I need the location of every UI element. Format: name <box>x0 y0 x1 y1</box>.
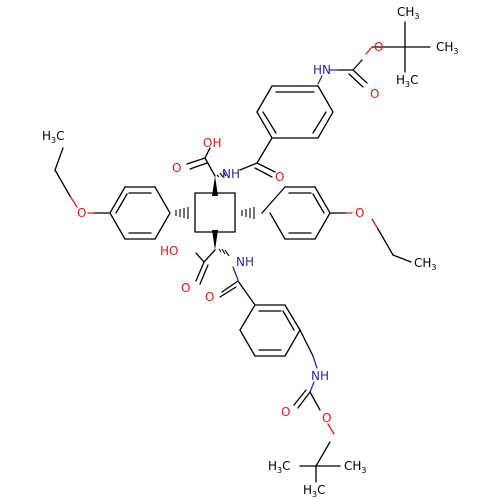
ch3-bottom-2: CH3 <box>344 459 367 475</box>
nh-amide-top: NH <box>222 167 240 181</box>
oh-bottom: HO <box>160 244 178 258</box>
ch3-bottom-1: H3C <box>268 459 291 475</box>
o-ether-right: O <box>355 206 364 220</box>
o-acid-top: O <box>172 161 181 175</box>
o-carbamate-top-carbonyl: O <box>370 87 379 101</box>
oh-top: OH <box>203 136 221 150</box>
o-carbamate-bottom-ester: O <box>322 411 331 425</box>
bottom-carboxylic-acid <box>195 249 216 285</box>
o-acid-bottom: O <box>181 281 190 295</box>
o-amide-top: O <box>275 170 284 184</box>
top-tert-butyl <box>383 21 431 73</box>
left-phenyl-ring <box>109 186 171 240</box>
left-aryl-hash <box>175 207 189 219</box>
o-carbamate-bottom-carbonyl: O <box>281 405 290 419</box>
nh-top-carbamate: HN <box>313 63 331 77</box>
ch3-propyl-right: CH3 <box>414 256 437 272</box>
top-carbamate <box>317 46 384 88</box>
ch3-bottom-3: H3C <box>303 483 326 499</box>
bottom-tert-butyl <box>299 441 341 483</box>
top-nh-hash <box>216 170 227 178</box>
bottom-carbamate <box>293 329 335 435</box>
top-amide <box>239 137 276 178</box>
right-propoxy-chain <box>329 212 412 263</box>
ch3-top-3: CH3 <box>436 40 459 56</box>
top-benzoyl-ring <box>256 85 334 139</box>
bottom-amide <box>219 266 256 306</box>
right-phenyl-ring <box>261 186 331 240</box>
o-ether-left: O <box>77 206 86 220</box>
ch3-propyl-left: H3C <box>42 129 65 145</box>
label-group-top-tbu: CH3 CH3 H3C <box>396 5 459 89</box>
ch3-top-1: CH3 <box>397 5 420 21</box>
o-carbamate-top-ester: O <box>374 40 383 54</box>
right-aryl-hash <box>241 207 255 219</box>
nh-bottom-carbamate: NH <box>311 369 329 383</box>
bottom-wedge <box>212 230 218 250</box>
ch3-top-2: H3C <box>396 73 419 89</box>
nh-amide-bottom: NH <box>236 255 254 269</box>
left-propoxy-chain <box>54 147 111 214</box>
cyclobutane-core <box>194 192 236 233</box>
bottom-benzoyl-ring <box>239 304 301 357</box>
bottom-nh-hash <box>218 248 230 257</box>
o-amide-bottom: O <box>205 290 214 304</box>
top-wedge <box>212 176 218 196</box>
top-carboxylic-acid <box>186 147 216 177</box>
label-group-bottom-tbu: H3C CH3 H3C <box>268 459 367 499</box>
